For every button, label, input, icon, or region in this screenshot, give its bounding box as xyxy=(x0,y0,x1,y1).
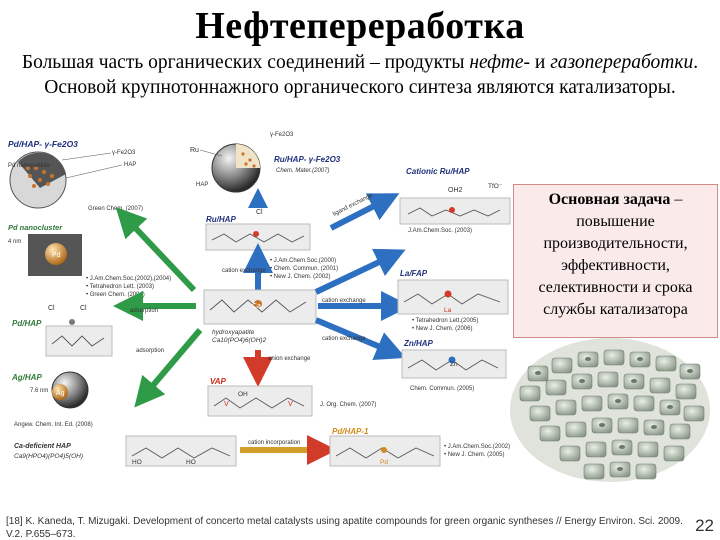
nm76-label: 7.6 nm xyxy=(30,388,48,394)
j-org-chem-2007: J. Org. Chem. (2007) xyxy=(320,402,376,408)
nm4-label: 4 nm xyxy=(8,239,21,245)
ru-label: Ru xyxy=(190,147,199,154)
catalyst-diagram: Pd/HAP- γ-Fe2O3 Pd nanoparticle HAP γ-Fe… xyxy=(8,132,710,482)
pd-sphere-shell xyxy=(18,152,66,188)
tfo-label: TfO⁻ xyxy=(488,183,503,190)
green-arrow-top xyxy=(115,207,197,293)
cation-incorporation-label: cation incorporation xyxy=(248,440,300,446)
chem-mater-2007: Chem. Mater.(2007) xyxy=(276,168,329,174)
ref-ru-2: • Chem. Commun. (2001) xyxy=(270,266,338,272)
intro-italic-2: газопереработки xyxy=(550,52,694,73)
green-arrow-bottom xyxy=(134,328,203,408)
angew-2008: Angew. Chem. Int. Ed. (2008) xyxy=(14,422,93,428)
page-number: 22 xyxy=(695,516,714,535)
pd-nanoparticles xyxy=(26,166,54,188)
ca-label: Ca xyxy=(252,303,261,310)
ag-hap-label: Ag/HAP xyxy=(11,373,42,382)
la-fap-structure xyxy=(397,279,509,315)
ref-ru-1: • J.Am.Chem.Soc.(2000) xyxy=(270,258,336,264)
ho-label-2: HO xyxy=(186,459,196,466)
intro-paragraph: Большая часть органических соединений – … xyxy=(20,50,700,100)
ref-la-1: • Tetrahedron Lett.(2005) xyxy=(412,318,478,324)
ru-cation-dot xyxy=(449,207,455,213)
cl-label-ru: Cl xyxy=(256,209,263,216)
vap-label: VAP xyxy=(210,377,227,386)
pd-hap-label: Pd/HAP xyxy=(12,319,42,328)
pd-hap-fe-label: Pd/HAP- γ-Fe2O3 xyxy=(8,139,78,149)
pd-hap-1-label: Pd/HAP-1 xyxy=(332,427,369,436)
v2-label: V xyxy=(288,401,293,408)
ref-la-2: • New J. Chem. (2006) xyxy=(412,326,472,332)
oh2-label: OH2 xyxy=(448,187,463,194)
adsorption-label-1: adsorption xyxy=(130,308,158,314)
cationic-structure-box xyxy=(399,197,511,225)
intro-italic-1: нефте- xyxy=(469,52,531,73)
intro-text-3: . Основой крупнотоннажного органического… xyxy=(44,52,699,98)
ho-label-1: HO xyxy=(132,459,142,466)
chem-commun-2005: Chem. Commun. (2005) xyxy=(410,386,474,392)
oh-label: OH xyxy=(238,391,248,398)
ref-ru-3: • New J. Chem. (2002) xyxy=(270,274,330,280)
ru-particles xyxy=(241,152,256,168)
intro-text-1: Большая часть органических соединений – … xyxy=(21,52,470,73)
ru-hap-structure xyxy=(205,223,311,251)
zn-atom-label: Zn xyxy=(450,361,458,368)
pd-hap-structure xyxy=(45,325,113,357)
reference-citation: [18] K. Kaneda, T. Mizugaki. Development… xyxy=(6,516,683,540)
la-atom-label: La xyxy=(444,307,452,314)
pd-nanoparticle-label: Pd nanoparticle xyxy=(8,163,50,169)
intro-text-2: и xyxy=(530,52,551,73)
callout-bold: Основная задача xyxy=(548,191,671,208)
cation-exchange-arrow-down xyxy=(314,317,406,361)
pd-ball-label: Pd xyxy=(52,252,61,259)
cation-exchange-label-3: cation exchange xyxy=(322,336,366,342)
adsorption-label-2: adsorption xyxy=(136,348,164,354)
hap-label-1: HAP xyxy=(124,162,136,168)
cation-exchange-label-2: cation exchange xyxy=(322,298,366,304)
catalyst-pellets-image xyxy=(510,338,710,482)
jacs-2003: J.Am.Chem.Soc. (2003) xyxy=(408,228,472,234)
v1-label: V xyxy=(224,401,229,408)
green-chem-2007: Green Chem. (2007) xyxy=(88,206,143,212)
ca-deficient-formula: Ca9(HPO4)(PO4)5(OH) xyxy=(14,453,83,460)
cl-label-3: Cl xyxy=(80,305,87,312)
ref-pd1-b: • New J. Chem. (2005) xyxy=(444,452,504,458)
hap-label-2: HAP xyxy=(196,182,208,188)
zn-hap-structure xyxy=(401,349,507,379)
ru-hap-fe-label: Ru/HAP- γ-Fe2O3 xyxy=(274,155,341,164)
anion-exchange-label: anion exchange xyxy=(268,356,311,362)
fe-mid-label: γ-Fe2O3 xyxy=(270,132,294,138)
pd-atom-label-2: Pd xyxy=(380,459,388,466)
ru-sphere-cut xyxy=(236,144,260,168)
cation-exchange-label-1: cation exchange xyxy=(222,268,266,274)
cationic-ru-hap-label: Cationic Ru/HAP xyxy=(406,167,470,176)
ref-pd-3: • Green Chem. (2004) xyxy=(86,292,145,298)
ref-pd1-a: • J.Am.Chem.Soc.(2002) xyxy=(444,444,510,450)
main-task-callout: Основная задача – повышение производител… xyxy=(513,184,718,338)
ca-deficient-label: Ca-deficient HAP xyxy=(14,443,71,450)
slide-title: Нефтепереработка xyxy=(195,5,525,47)
zn-hap-label: Zn/HAP xyxy=(403,339,434,348)
cl-label-2: Cl xyxy=(48,305,55,312)
hap-formula: Ca10(PO4)6(OH)2 xyxy=(212,337,267,344)
ru-hap-label: Ru/HAP xyxy=(206,215,236,224)
ref-pd-2: • Tetrahedron Lett. (2003) xyxy=(86,284,154,290)
callout-rest: – повышение производительности, эффектив… xyxy=(538,191,693,318)
ag-ball-label: Ag xyxy=(56,390,65,397)
hydroxyapatite-label: hydroxyapatite xyxy=(212,329,255,336)
ligand-exchange-arrow xyxy=(329,193,400,231)
la-fap-label: La/FAP xyxy=(400,269,428,278)
fe-top-label: γ-Fe2O3 xyxy=(112,150,136,156)
ref-pd-1: • J.Am.Chem.Soc.(2002),(2004) xyxy=(86,276,171,282)
cation-exchange-arrow-up xyxy=(314,248,406,295)
pd-nanocluster-label: Pd nanocluster xyxy=(8,223,63,232)
